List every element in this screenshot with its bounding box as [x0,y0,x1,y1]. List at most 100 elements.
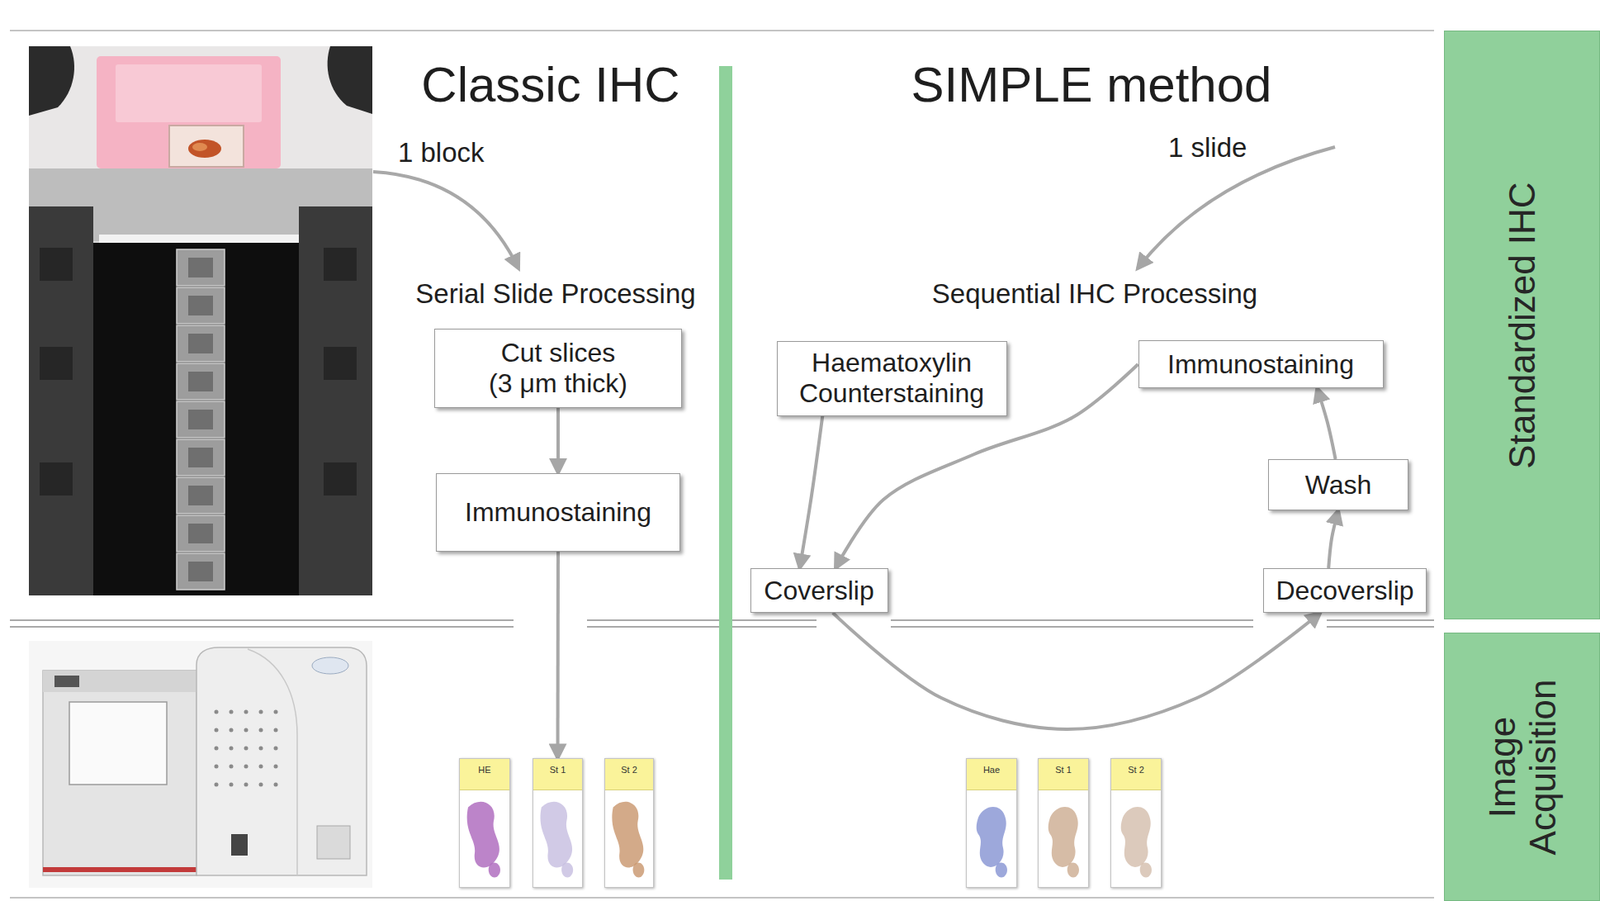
section-divider-part [586,625,817,628]
flow-arrow [1328,510,1339,569]
microtome-photo-part-part [188,561,214,582]
slide-scanner-photo-part [54,675,80,687]
slide-thumbnail: Hae [965,757,1018,888]
microtome-photo-part [176,249,225,590]
slide-scanner-photo-part [42,670,197,876]
slide-scanner-photo-part-part [274,728,279,733]
input-label: 1 slide [1168,132,1247,164]
microtome-photo-part-part [176,439,225,476]
slide-scanner-photo-part-part [259,710,264,715]
input-label: 1 block [397,137,485,169]
slide-scanner-photo-part [317,825,351,859]
slide-scanner-photo [28,640,373,888]
slide-scanner-photo-part-part [274,710,279,715]
slide-scanner-photo-part-part [259,782,264,787]
microtome-photo-part [188,139,222,158]
slide-scanner-photo-part-part [259,764,264,769]
tissue-section [1067,862,1080,878]
slide-scanner-photo-part [196,647,367,876]
microtome-photo-part-part [188,333,214,354]
microtome-photo-part-part [188,295,214,316]
slide-scanner-photo-part-part [244,764,249,769]
slide-scanner-photo-part [28,640,373,888]
pointer-arrows-part [373,171,519,269]
tissue-section [1121,806,1151,867]
slide-scanner-photo-part-part [259,728,264,733]
box-label: Decoverslip [1275,575,1414,606]
slide-label: St 2 [1111,758,1161,791]
tissue-section [605,791,654,887]
microtome-photo-part [169,125,244,167]
slide-scanner-photo-part-part [214,782,219,787]
pointer-arrows-part [1137,146,1335,269]
slide-thumbnail: HE [459,757,511,888]
microtome-photo-part [39,346,73,380]
microtome-photo-part [323,247,357,281]
slide-scanner-photo-part [247,648,298,876]
slide-label: St 1 [533,758,583,791]
tissue-section [1111,791,1161,887]
tissue-section [1140,862,1152,878]
slide-scanner-photo-part-part [274,746,279,751]
slide-scanner-photo-part-part [244,782,249,787]
slide-scanner-photo-part-part [229,782,234,787]
slide-scanner-photo-part [42,670,197,692]
slide-scanner-photo-part-part [274,782,279,787]
slide-scanner-photo-part-part [244,746,249,751]
tissue-section [459,791,510,887]
slide-scanner-photo-part [69,701,167,785]
tissue-section [533,791,583,887]
box-label: Wash [1305,469,1373,501]
microtome-photo-part-part [176,553,225,590]
microtome-photo-part-part [176,287,225,324]
section-heading: SIMPLE method [911,56,1273,114]
section-band: Standardized IHC [1443,30,1600,620]
green-divider [719,66,733,880]
process-box: Cut slices (3 μm thick) [434,328,682,408]
microtome-photo-part-part [176,363,225,400]
tissue-section [633,862,645,878]
process-box: Haematoxylin Counterstaining [776,340,1008,417]
flow-arrow [556,551,561,759]
slide-scanner-photo-part [231,833,248,856]
tissue-section [611,801,644,868]
box-label: Immunostaining [1167,349,1354,380]
microtome-photo-part-part [176,515,225,552]
section-divider-part [1326,625,1435,628]
section-heading: Classic IHC [421,56,680,114]
box-label: Cut slices (3 μm thick) [445,337,671,399]
section-divider-part [586,619,817,621]
microtome-photo-part [96,56,281,169]
slide-scanner-photo-part-part [214,710,219,715]
slide-thumbnail: St 2 [604,757,654,888]
microtome-photo-part [28,206,94,596]
slide-scanner-photo-part-part [244,728,249,733]
slide-label: St 1 [1038,758,1089,791]
microtome-photo-part [323,346,357,380]
slide-scanner-photo-part [42,866,197,872]
tissue-section [1048,806,1079,867]
microtome-photo-part [188,257,214,582]
box-label: Haematoxylin Counterstaining [788,347,996,409]
tissue-section [561,862,573,878]
slide-scanner-photo-part-part [214,728,219,733]
microtome-photo-part [115,64,262,123]
frame-lines-part [9,29,1435,32]
tissue-section [995,862,1008,878]
tissue-section [1038,791,1089,887]
flow-arrow [556,407,560,474]
section-divider-part [9,619,514,621]
microtome-photo-part [192,142,208,152]
process-box: Wash [1268,459,1409,511]
microtome-photo-part-part [176,325,225,362]
box-label: Coverslip [763,575,874,606]
process-box: Coverslip [750,568,889,613]
microtome-photo-part [28,46,373,596]
slide-thumbnail: St 1 [1037,757,1089,888]
slide-scanner-photo-part-part [229,764,234,769]
box-label: Immunostaining [464,497,652,528]
microtome-photo-part [39,462,73,496]
tissue-section [976,806,1007,867]
